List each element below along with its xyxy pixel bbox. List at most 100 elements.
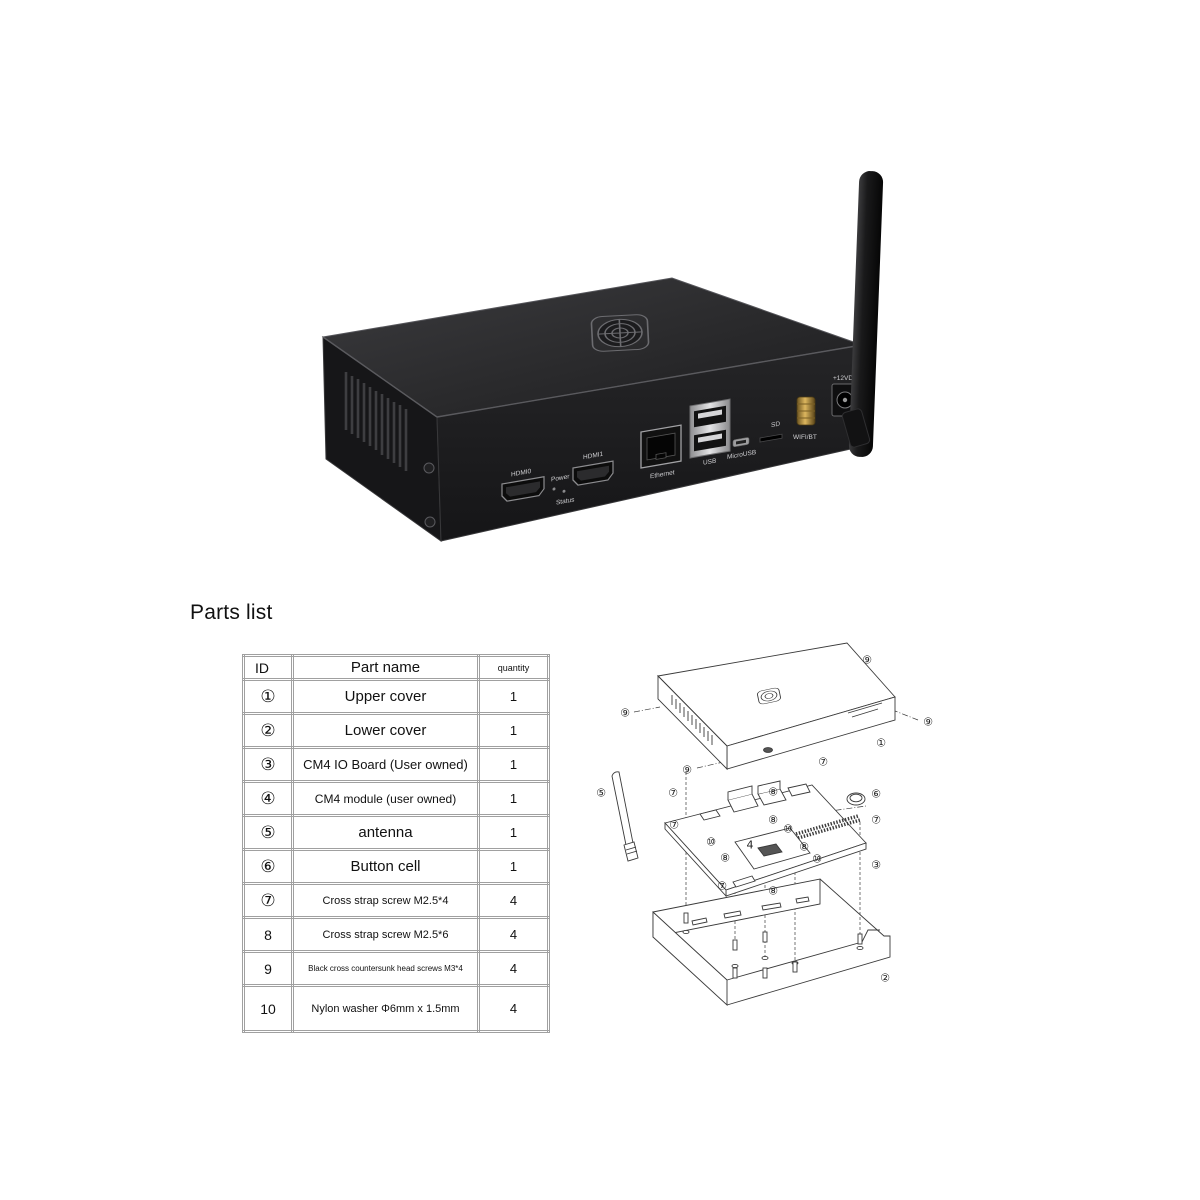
part-quantity: 4: [477, 916, 550, 953]
callout-label: ⑩: [706, 836, 716, 849]
lid-front-opening: [763, 747, 773, 753]
part-id: ④: [242, 780, 294, 817]
cm4-chip: [757, 843, 783, 857]
callout-label: ⑦: [668, 787, 678, 800]
table-row: 8 Cross strap screw M2.5*6 4: [242, 916, 550, 953]
part-id: 10: [242, 984, 294, 1033]
table-row: ⑥ Button cell 1: [242, 848, 550, 885]
hdmi0-port: HDMI0: [501, 468, 545, 502]
hdmi0-label: HDMI0: [511, 468, 532, 478]
part-quantity: 1: [477, 848, 550, 885]
device-top-edge-highlight: [322, 336, 863, 418]
sd-card-slot: SD: [759, 421, 783, 443]
fan-grille-icon: [590, 314, 650, 352]
part-name: Nylon washer Φ6mm x 1.5mm: [291, 984, 480, 1033]
part-name: antenna: [291, 814, 480, 851]
part-quantity: 1: [477, 746, 550, 783]
part-id: ③: [242, 746, 294, 783]
callout-label: ⑦: [818, 756, 828, 769]
antenna-drawing: [611, 771, 639, 862]
callout-label: ②: [880, 972, 890, 985]
part-quantity: 1: [477, 712, 550, 749]
table-row: ⑤ antenna 1: [242, 814, 550, 851]
part-id: ⑤: [242, 814, 294, 851]
table-row: 9 Black cross countersunk head screws M3…: [242, 950, 550, 987]
tray-cutout-4: [795, 896, 810, 904]
part-quantity: 1: [477, 814, 550, 851]
column-header-part-name: Part name: [291, 654, 480, 681]
part-id: ①: [242, 678, 294, 715]
part-name: Cross strap screw M2.5*6: [291, 916, 480, 953]
part-quantity: 4: [477, 984, 550, 1033]
wifi-bt-sma-connector: WIFI/BT: [793, 396, 817, 441]
part-name: Black cross countersunk head screws M3*4: [291, 950, 480, 987]
front-screw-bottom: [424, 516, 436, 528]
callout-label: ⑩: [783, 823, 793, 836]
callout-label: ⑧: [720, 852, 730, 865]
part-quantity: 1: [477, 678, 550, 715]
sd-label: SD: [771, 421, 780, 430]
lid-vent-slits: [671, 695, 713, 745]
callout-label: ⑦: [717, 880, 727, 893]
table-row: ③ CM4 IO Board (User owned) 1: [242, 746, 550, 783]
table-row: ① Upper cover 1: [242, 678, 550, 715]
table-header-row: ID Part name quantity: [242, 654, 550, 681]
product-photo: HDMI0 Power Status HDMI1 Ethernet: [321, 171, 884, 542]
part-name: Lower cover: [291, 712, 480, 749]
power-label: Power: [551, 473, 570, 483]
parts-table: ID Part name quantity ① Upper cover 1 ② …: [242, 654, 550, 1033]
part-id: 8: [242, 916, 294, 953]
part-quantity: 4: [477, 882, 550, 919]
antenna-hinge: [841, 408, 871, 448]
table-row: ② Lower cover 1: [242, 712, 550, 749]
lid-fan-grille-icon: [757, 687, 781, 705]
ethernet-port: Ethernet: [640, 424, 682, 480]
tray-cutout-1: [691, 917, 708, 926]
callout-label: ⑨: [682, 764, 692, 777]
screw-drawings: [683, 912, 863, 979]
power-led: [552, 487, 556, 491]
table-row: ⑦ Cross strap screw M2.5*4 4: [242, 882, 550, 919]
upper-cover-drawing: [657, 642, 896, 771]
callout-label: ①: [876, 737, 886, 750]
parts-list-title: Parts list: [190, 601, 273, 624]
column-header-id: ID: [242, 654, 294, 681]
part-name: CM4 IO Board (User owned): [291, 746, 480, 783]
tray-cutout-2: [723, 910, 742, 919]
part-id: ⑦: [242, 882, 294, 919]
table-row: ④ CM4 module (user owned) 1: [242, 780, 550, 817]
callout-label: ⑧: [768, 786, 778, 799]
usb-label: USB: [703, 457, 717, 466]
callout-label: ⑧: [799, 841, 809, 854]
tray-cutout-3: [761, 902, 782, 911]
part-id: ⑥: [242, 848, 294, 885]
front-screw-top: [423, 462, 435, 474]
part-name: CM4 module (user owned): [291, 780, 480, 817]
side-vent-slits: [344, 372, 408, 471]
part-id: ②: [242, 712, 294, 749]
part-quantity: 1: [477, 780, 550, 817]
callout-label: ⑥: [871, 788, 881, 801]
callout-label: ⑦: [871, 814, 881, 827]
button-cell-drawing: [846, 792, 866, 806]
antenna-body: [848, 171, 884, 457]
column-header-quantity: quantity: [477, 654, 550, 681]
callout-label: ⑦: [669, 819, 679, 832]
exploded-assembly-diagram: ⑨ ⑨ ⑨ ① ⑨ ⑦ ⑤ ⑦ ⑧ ⑥ ⑦ ⑧ ⑩ ⑦ ⑩ 4 ⑧ ⑧ ⑩ ③ …: [596, 642, 933, 1007]
device-box: HDMI0 Power Status HDMI1 Ethernet: [321, 277, 865, 542]
usb-port-stack: USB: [689, 398, 731, 467]
callout-label: ⑨: [620, 707, 630, 720]
callout-label: ⑧: [768, 814, 778, 827]
hdmi1-label: HDMI1: [583, 451, 604, 461]
callout-label: ⑨: [862, 654, 872, 667]
status-leds: Power Status: [551, 473, 575, 506]
dc-label: +12VDC: [833, 375, 858, 382]
callout-label: ⑨: [923, 716, 933, 729]
status-label: Status: [556, 496, 575, 506]
hdmi1-port: HDMI1: [572, 451, 614, 486]
part-name: Cross strap screw M2.5*4: [291, 882, 480, 919]
board-connector-b: [787, 783, 811, 797]
board-usb-jack: [757, 788, 787, 806]
callout-label: ③: [871, 859, 881, 872]
wifi-antenna: [841, 171, 884, 457]
